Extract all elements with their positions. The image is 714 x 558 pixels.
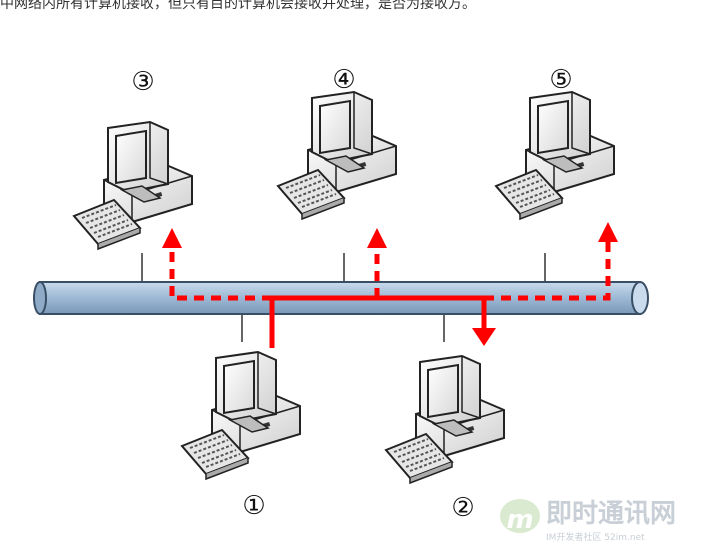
top-caption-fragment: 中网络内所有计算机接收，但只有目的计算机会接收并处理，是否为接收方。	[0, 0, 476, 12]
watermark-subtitle: IM开发者社区 52im.net	[546, 531, 645, 543]
label-computer-4: ④	[332, 65, 355, 95]
arrow-up-right	[598, 222, 618, 242]
arrow-down-receiver	[472, 328, 496, 346]
watermark-logo-letter: m	[506, 505, 533, 535]
computer-4	[277, 91, 397, 220]
dashed-signal-right	[484, 242, 611, 301]
computer-5	[495, 91, 615, 220]
computer-1	[181, 351, 301, 480]
watermark-logo-icon	[500, 499, 540, 533]
label-computer-3: ③	[131, 67, 154, 97]
watermark: m 即时通讯网 IM开发者社区 52im.net	[500, 499, 676, 543]
computer-2	[385, 355, 505, 484]
arrow-up-left	[162, 228, 182, 248]
label-computer-2: ②	[451, 493, 474, 523]
drop-cables	[141, 253, 546, 342]
computer-labels: ③ ④ ⑤ ① ②	[131, 65, 572, 523]
arrow-up-center	[367, 228, 387, 248]
label-computer-5: ⑤	[549, 65, 572, 95]
watermark-title: 即时通讯网	[546, 499, 676, 529]
label-computer-1: ①	[242, 491, 265, 521]
signal-paths	[169, 242, 611, 348]
arrowheads	[162, 222, 618, 346]
computer-3	[73, 121, 193, 250]
